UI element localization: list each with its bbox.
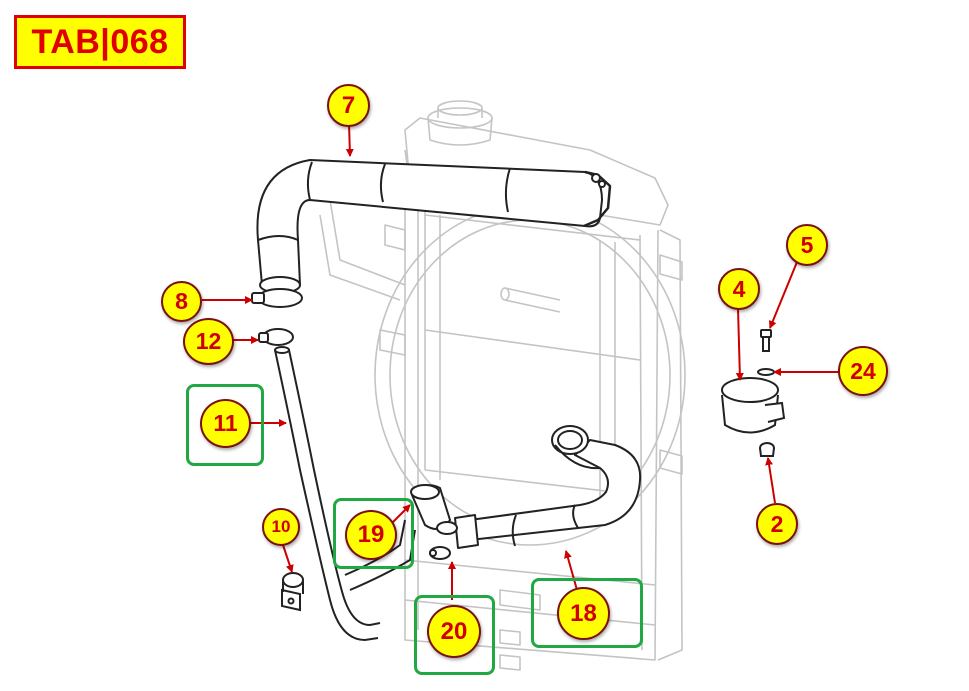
bracket-part-10 [281, 572, 304, 612]
leader-10 [282, 544, 294, 573]
overflow-hose-part-11 [274, 346, 416, 642]
sleeve-part-4 [721, 377, 786, 434]
highlight-box-20 [414, 595, 495, 675]
highlight-box-19 [333, 498, 414, 569]
leader-4 [735, 307, 744, 381]
callout-18: 18 [557, 587, 610, 640]
callout-20: 20 [427, 605, 481, 658]
highlight-box-11 [186, 384, 264, 466]
callout-24: 24 [838, 346, 888, 396]
callout-7: 7 [327, 84, 370, 127]
clamp-part-8 [251, 288, 303, 308]
callout-10: 10 [262, 508, 300, 546]
lower-hose-part-18 [410, 425, 642, 560]
callout-19: 19 [345, 510, 397, 560]
upper-hose-part-7 [256, 159, 612, 294]
callout-2: 2 [756, 503, 798, 545]
leader-18 [564, 550, 578, 591]
leader-5 [768, 261, 798, 329]
leader-lines [202, 122, 840, 600]
leader-2 [765, 457, 776, 504]
callout-11: 11 [200, 399, 251, 448]
clamp-part-12 [258, 328, 294, 346]
tab-code-label: TAB|068 [14, 15, 186, 69]
bolt-part-5 [760, 329, 772, 352]
callout-8: 8 [161, 281, 202, 322]
callout-5: 5 [786, 224, 828, 266]
callout-12: 12 [183, 318, 234, 365]
washer-part-24 [757, 368, 775, 376]
callout-4: 4 [718, 268, 760, 310]
leader-7 [345, 122, 354, 157]
highlight-box-18 [531, 578, 643, 648]
nut-part-2 [759, 442, 775, 457]
